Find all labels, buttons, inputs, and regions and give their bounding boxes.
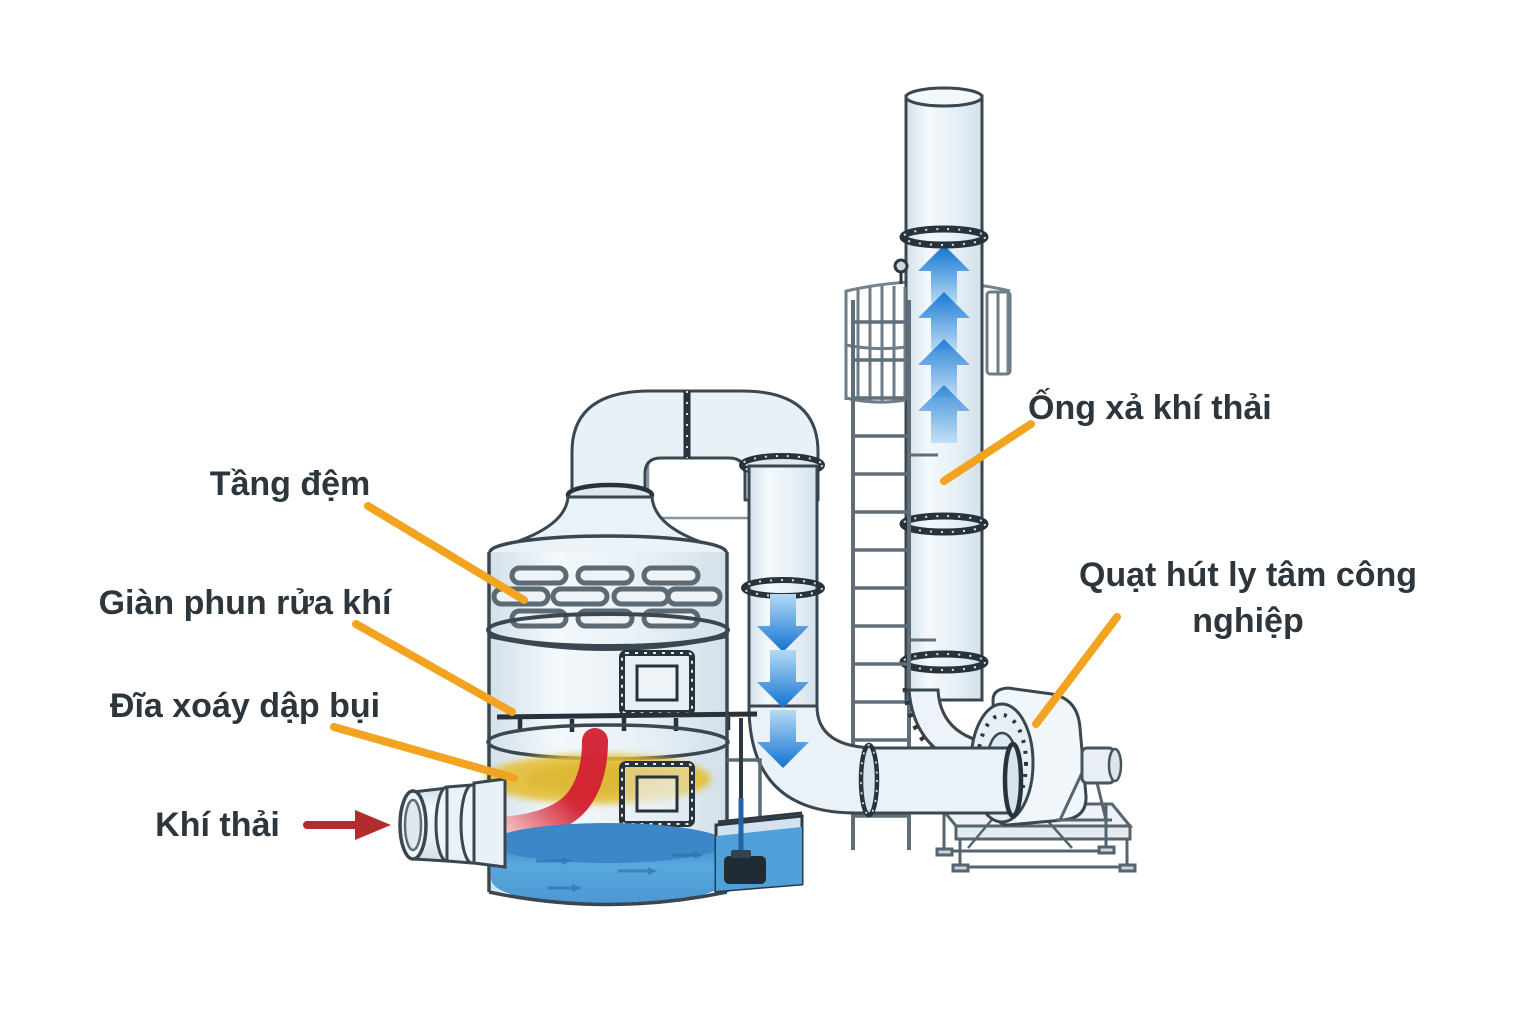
recirculation-tank [714, 718, 804, 893]
stack-sensor [893, 258, 909, 284]
tower-bottom [488, 890, 728, 907]
service-platform [844, 286, 1012, 404]
leader-fan [1032, 613, 1121, 728]
inlet-mounting-plate [472, 777, 507, 869]
leader-exhaust-pipe [940, 420, 1035, 485]
overflow-pipe [727, 758, 762, 816]
duct-flange [858, 742, 880, 818]
exhaust-stack [844, 86, 1012, 702]
leader-vortex-disc [330, 723, 518, 782]
water-motion-arrows [536, 851, 703, 892]
label-industrial-centrifugal-fan: Quạt hút ly tâm công nghiệp [1078, 556, 1418, 640]
duct-elbow [747, 704, 1024, 819]
fan-motor [1056, 746, 1123, 822]
upper-duct [570, 389, 825, 714]
leader-spray-system [352, 620, 516, 716]
label-exhaust-discharge-pipe: Ống xả khí thải [1028, 389, 1272, 427]
gas-inlet-pipe [398, 777, 507, 869]
fan-inlet-flange [1002, 741, 1024, 819]
leader-packing-layer [364, 502, 528, 604]
stack-flanges [899, 225, 989, 674]
gas-flow-arrow [489, 728, 608, 843]
label-dust-vortex-disc: Đĩa xoáy dập bụi [109, 687, 381, 725]
scrubber-tower [485, 482, 758, 907]
inlet-flow-arrow [303, 810, 391, 840]
water-sump [491, 823, 725, 905]
leader-lines [330, 420, 1121, 782]
sump-pump [724, 856, 766, 884]
label-gas-spray-system: Giàn phun rửa khí [98, 584, 392, 622]
access-hatch-lower [619, 761, 695, 827]
label-exhaust-gas-inlet: Khí thải [155, 806, 280, 844]
packing-rings [491, 565, 723, 629]
stack-top-opening [904, 86, 984, 108]
label-packing-layer: Tầng đệm [209, 465, 371, 503]
access-hatch-upper [619, 650, 695, 716]
